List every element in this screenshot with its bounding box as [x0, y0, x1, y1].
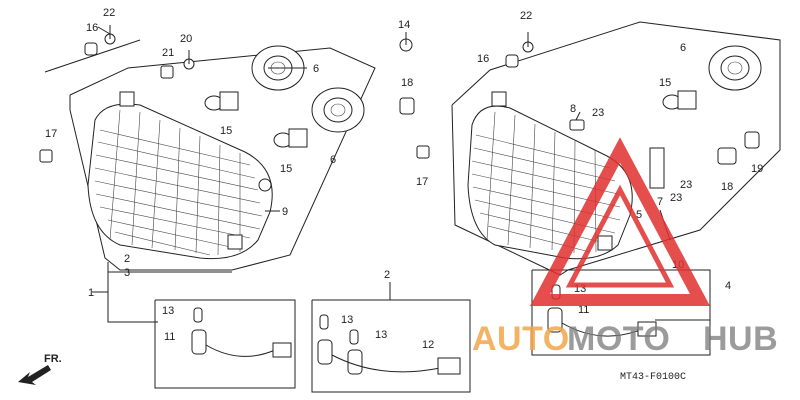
- callout-2b: 2: [384, 269, 390, 281]
- callout-23b: 23: [680, 179, 692, 191]
- harness-box-left: [154, 299, 296, 389]
- front-arrow-icon: [18, 365, 51, 385]
- bulb-15-left-upper: [204, 91, 239, 111]
- callout-2a: 2: [124, 253, 130, 265]
- bolt-22-right: [522, 32, 534, 53]
- callout-13a: 13: [162, 305, 174, 317]
- callout-12: 12: [422, 339, 434, 351]
- callout-3: 3: [124, 267, 130, 279]
- bolt-20: [183, 50, 195, 70]
- bracket-7: [649, 147, 665, 189]
- callout-11b: 11: [578, 304, 589, 316]
- harness-box-middle: [311, 299, 471, 393]
- callout-4: 4: [725, 280, 731, 292]
- socket-6-right: [708, 45, 762, 91]
- callout-23c: 23: [670, 192, 682, 204]
- callout-16b: 16: [477, 53, 489, 65]
- callout-15a: 15: [220, 125, 232, 137]
- watermark-text-moto: MOTO: [567, 320, 670, 358]
- watermark-text-auto: AUTO: [472, 320, 570, 358]
- diagram-code: MT43-F0100C: [620, 372, 686, 383]
- cap-19: [744, 131, 760, 149]
- watermark-logo-icon: [530, 137, 710, 306]
- callout-6b: 6: [330, 154, 336, 166]
- bolt-22-left: [104, 25, 116, 45]
- harness-middle: [317, 314, 461, 375]
- bracket-8: [569, 119, 585, 131]
- socket-6-left-lower: [311, 87, 365, 133]
- left-unit-frame: [69, 47, 376, 271]
- watermark-text-hub: HUB: [703, 320, 778, 358]
- clip-17-middle: [416, 145, 430, 159]
- callout-13c: 13: [375, 329, 387, 341]
- callout-22a: 22: [103, 7, 115, 19]
- clip-17-left: [39, 149, 53, 163]
- callout-9: 9: [282, 206, 288, 218]
- right-headlight-assembly: [467, 91, 633, 260]
- callout-21: 21: [162, 47, 174, 59]
- callout-7: 7: [657, 196, 663, 208]
- callout-17b: 17: [416, 176, 428, 188]
- callout-19: 19: [751, 163, 763, 175]
- callout-8: 8: [570, 103, 576, 115]
- callout-11a: 11: [164, 331, 175, 343]
- right-unit-frame: [451, 21, 781, 276]
- harness-box-right: [531, 269, 711, 356]
- grommet-18-right: [717, 147, 737, 165]
- nut-21: [160, 65, 174, 79]
- callout-1: 1: [88, 287, 94, 299]
- grommet-18-middle: [399, 97, 415, 115]
- callout-17a: 17: [45, 128, 57, 140]
- washer-16-right: [505, 54, 519, 68]
- callout-6a: 6: [313, 63, 319, 75]
- callout-18b: 18: [721, 181, 733, 193]
- callout-5: 5: [636, 209, 642, 221]
- callout-15b: 15: [280, 163, 292, 175]
- callout-6c: 6: [680, 42, 686, 54]
- callout-18a: 18: [401, 77, 413, 89]
- callout-16a: 16: [86, 22, 98, 34]
- bulb-15-left-lower: [273, 128, 308, 148]
- callout-23a: 23: [592, 107, 604, 119]
- callout-22b: 22: [520, 10, 532, 22]
- bolt-14: [399, 32, 413, 52]
- callout-15c: 15: [659, 77, 671, 89]
- bulb-15-right: [662, 90, 697, 110]
- front-marker: FR.: [44, 353, 62, 365]
- callout-13b: 13: [341, 314, 353, 326]
- callout-14: 14: [398, 19, 410, 31]
- harness-left: [191, 307, 292, 358]
- washer-16-left: [84, 42, 98, 56]
- left-headlight-assembly: [87, 91, 273, 260]
- callout-20: 20: [180, 33, 192, 45]
